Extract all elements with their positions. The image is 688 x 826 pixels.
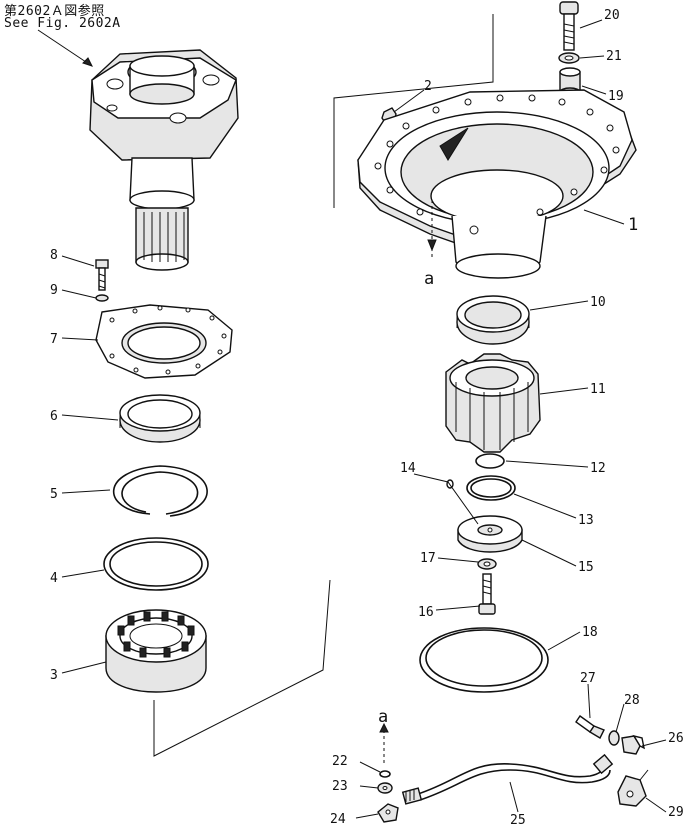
callout-11: 11 [590, 382, 606, 397]
callout-8: 8 [50, 248, 58, 263]
callout-18: 18 [582, 625, 598, 640]
callout-21: 21 [606, 49, 622, 64]
part-1-housing [357, 89, 637, 279]
callout-12: 12 [590, 461, 606, 476]
callout-15: 15 [578, 560, 594, 575]
callout-labels: 1 2 3 4 5 6 7 8 9 10 11 12 13 14 15 16 1… [50, 8, 684, 826]
part-28-washer [608, 730, 620, 746]
part-13-o-ring [466, 475, 516, 501]
part-10-bearing [456, 295, 530, 345]
callout-13: 13 [578, 513, 594, 528]
assembly-outline-bottom [153, 579, 331, 757]
part-21-washer [558, 52, 580, 64]
part-20-bolt [559, 1, 579, 51]
callout-3: 3 [50, 668, 58, 683]
reference-note-japanese: 第2602Ａ図参照 [4, 4, 105, 19]
part-5-snap-ring [112, 465, 208, 517]
callout-2: 2 [424, 79, 432, 94]
reference-mark-a-top: a [424, 269, 434, 289]
part-26-elbow-fitting [621, 734, 645, 755]
part-15-thrust-plate [457, 515, 523, 553]
part-25-hose [401, 753, 614, 805]
callout-28: 28 [624, 693, 640, 708]
shaft-carrier-assembly [89, 49, 239, 271]
part-12-o-ring [475, 453, 505, 469]
callout-4: 4 [50, 571, 58, 586]
callout-29: 29 [668, 805, 684, 820]
reference-arrowhead [82, 57, 93, 67]
reference-a-arrow-bottom [379, 722, 389, 733]
callout-1: 1 [628, 215, 638, 235]
reference-a-arrow-top [427, 239, 437, 252]
callout-23: 23 [332, 779, 348, 794]
callout-27: 27 [580, 671, 596, 686]
callout-22: 22 [332, 754, 348, 769]
part-7-plate [95, 304, 233, 379]
part-8-bolt [95, 259, 109, 291]
reference-note-english: See Fig. 2602A [4, 16, 121, 31]
callout-25: 25 [510, 813, 526, 826]
callout-24: 24 [330, 812, 346, 826]
callout-26: 26 [668, 731, 684, 746]
callout-17: 17 [420, 551, 436, 566]
reference-mark-a-bottom: a [378, 707, 388, 727]
part-23-nut [377, 782, 393, 794]
part-18-large-o-ring [419, 627, 549, 693]
part-9-washer [95, 294, 109, 302]
part-29-fitting [617, 769, 649, 807]
callout-6: 6 [50, 409, 58, 424]
part-4-o-ring [103, 537, 209, 591]
part-11-pinion-gear [445, 353, 541, 453]
part-17-washer [477, 558, 497, 570]
part-27-bolt [575, 715, 605, 739]
callout-14: 14 [400, 461, 416, 476]
part-22-ring [379, 770, 391, 778]
callout-7: 7 [50, 332, 58, 347]
assembly-outline-top [333, 14, 494, 208]
part-3-roller-bearing [105, 609, 207, 693]
callout-9: 9 [50, 283, 58, 298]
callout-5: 5 [50, 487, 58, 502]
callout-16: 16 [418, 605, 434, 620]
leader-lines [61, 19, 667, 819]
callout-10: 10 [590, 295, 606, 310]
reference-leader [37, 29, 93, 67]
part-16-bolt [478, 573, 496, 615]
callout-20: 20 [604, 8, 620, 23]
part-6-bearing-ring [119, 394, 201, 443]
part-24-fitting [377, 803, 399, 823]
callout-19: 19 [608, 89, 624, 104]
